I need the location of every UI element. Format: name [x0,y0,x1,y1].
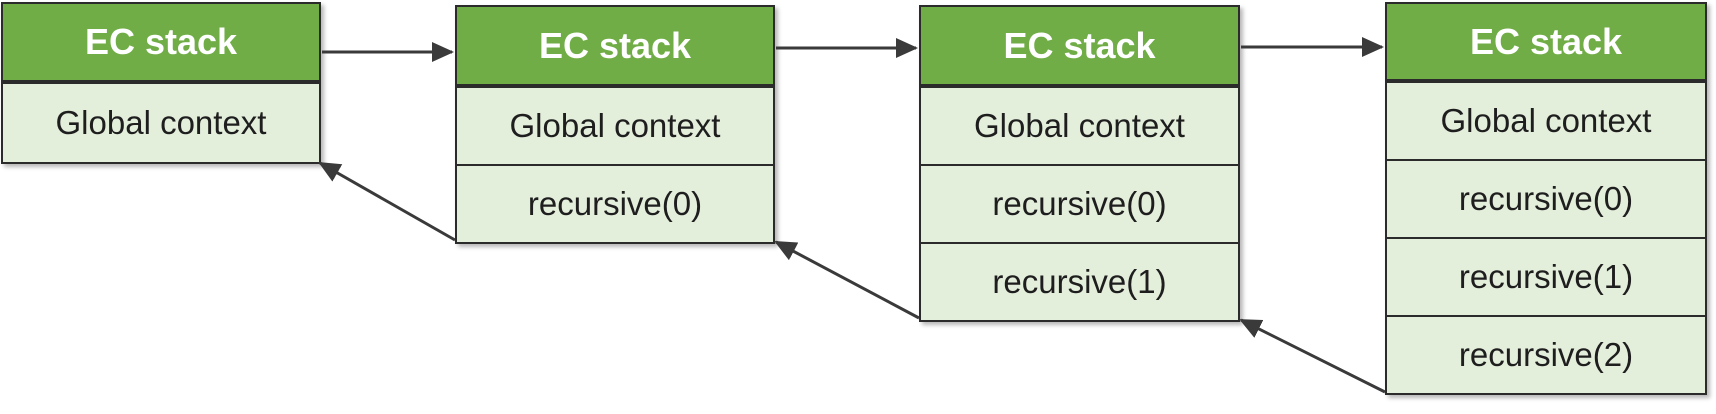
ec-stack-3-global-context: Global context [921,86,1238,164]
ec-stack-4-recursive-1: recursive(1) [1387,237,1705,315]
ec-stack-4-global-context: Global context [1387,81,1705,159]
return-arrow-4-to-3 [1239,318,1386,394]
ec-stack-2-header: EC stack [457,7,773,86]
ec-stack-2-recursive-0: recursive(0) [457,164,773,242]
return-arrow-3-to-2 [774,240,920,320]
ec-stack-1-header: EC stack [3,4,319,82]
ec-stack-1: EC stack Global context [1,2,321,164]
ec-stack-4: EC stack Global context recursive(0) rec… [1385,2,1707,395]
ec-stack-3-recursive-1: recursive(1) [921,242,1238,320]
ec-stack-4-recursive-2: recursive(2) [1387,315,1705,393]
return-arrow-2-to-1 [318,161,456,242]
ec-stack-2-global-context: Global context [457,86,773,164]
ec-stack-3: EC stack Global context recursive(0) rec… [919,5,1240,322]
ec-stack-1-global-context: Global context [3,82,319,162]
ec-stack-4-header: EC stack [1387,4,1705,81]
ec-stack-2: EC stack Global context recursive(0) [455,5,775,244]
ec-stack-4-recursive-0: recursive(0) [1387,159,1705,237]
ec-stack-3-header: EC stack [921,7,1238,86]
ec-stack-3-recursive-0: recursive(0) [921,164,1238,242]
